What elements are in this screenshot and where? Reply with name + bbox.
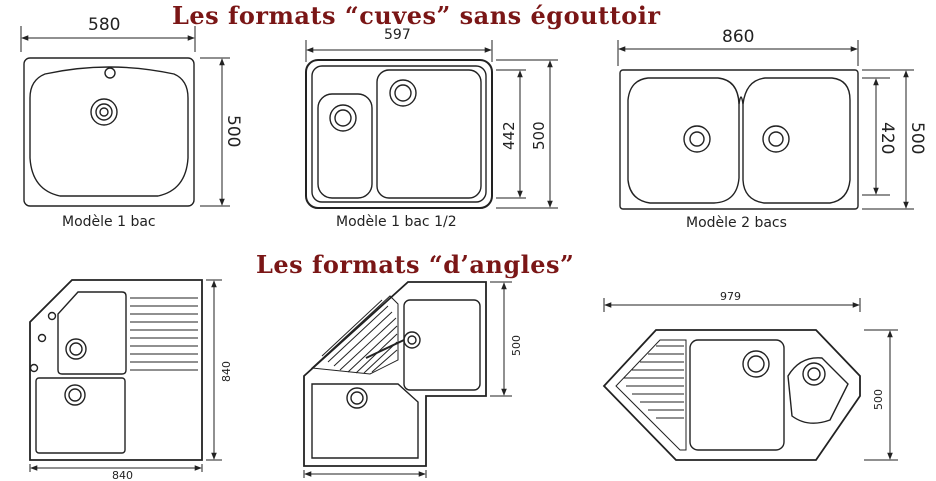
dim-double-height: 500 xyxy=(907,122,927,154)
dim-single-width: 580 xyxy=(88,15,120,35)
dim-corner-b-height: 500 xyxy=(510,335,523,356)
caption-one-half-bowl: Modèle 1 bac 1/2 xyxy=(336,214,457,230)
dim-corner-a-width: 840 xyxy=(112,469,133,481)
dim-corner-a-height: 840 xyxy=(220,361,233,382)
title-corner-formats: Les formats “d’angles” xyxy=(256,250,575,279)
sink-corner-diagonal xyxy=(303,281,512,478)
dim-double-inner: 420 xyxy=(877,122,897,154)
sink-one-half-bowl xyxy=(305,40,558,209)
caption-double-bowl: Modèle 2 bacs xyxy=(686,215,787,231)
dim-one-half-width: 597 xyxy=(384,27,411,43)
caption-single-bowl: Modèle 1 bac xyxy=(62,214,156,230)
dim-corner-c-width: 979 xyxy=(720,290,741,303)
sink-single-bowl xyxy=(20,26,230,207)
dim-corner-c-height: 500 xyxy=(872,389,885,410)
sink-double-bowl xyxy=(617,40,914,210)
sink-corner-hexagon xyxy=(602,298,898,461)
dim-double-width: 860 xyxy=(722,27,754,47)
title-bowl-formats: Les formats “cuves” sans égouttoir xyxy=(172,1,661,30)
dim-single-height: 500 xyxy=(223,115,243,147)
sink-corner-l-shape xyxy=(29,279,222,472)
dim-one-half-height: 500 xyxy=(530,121,548,150)
dim-one-half-inner: 442 xyxy=(500,121,518,150)
